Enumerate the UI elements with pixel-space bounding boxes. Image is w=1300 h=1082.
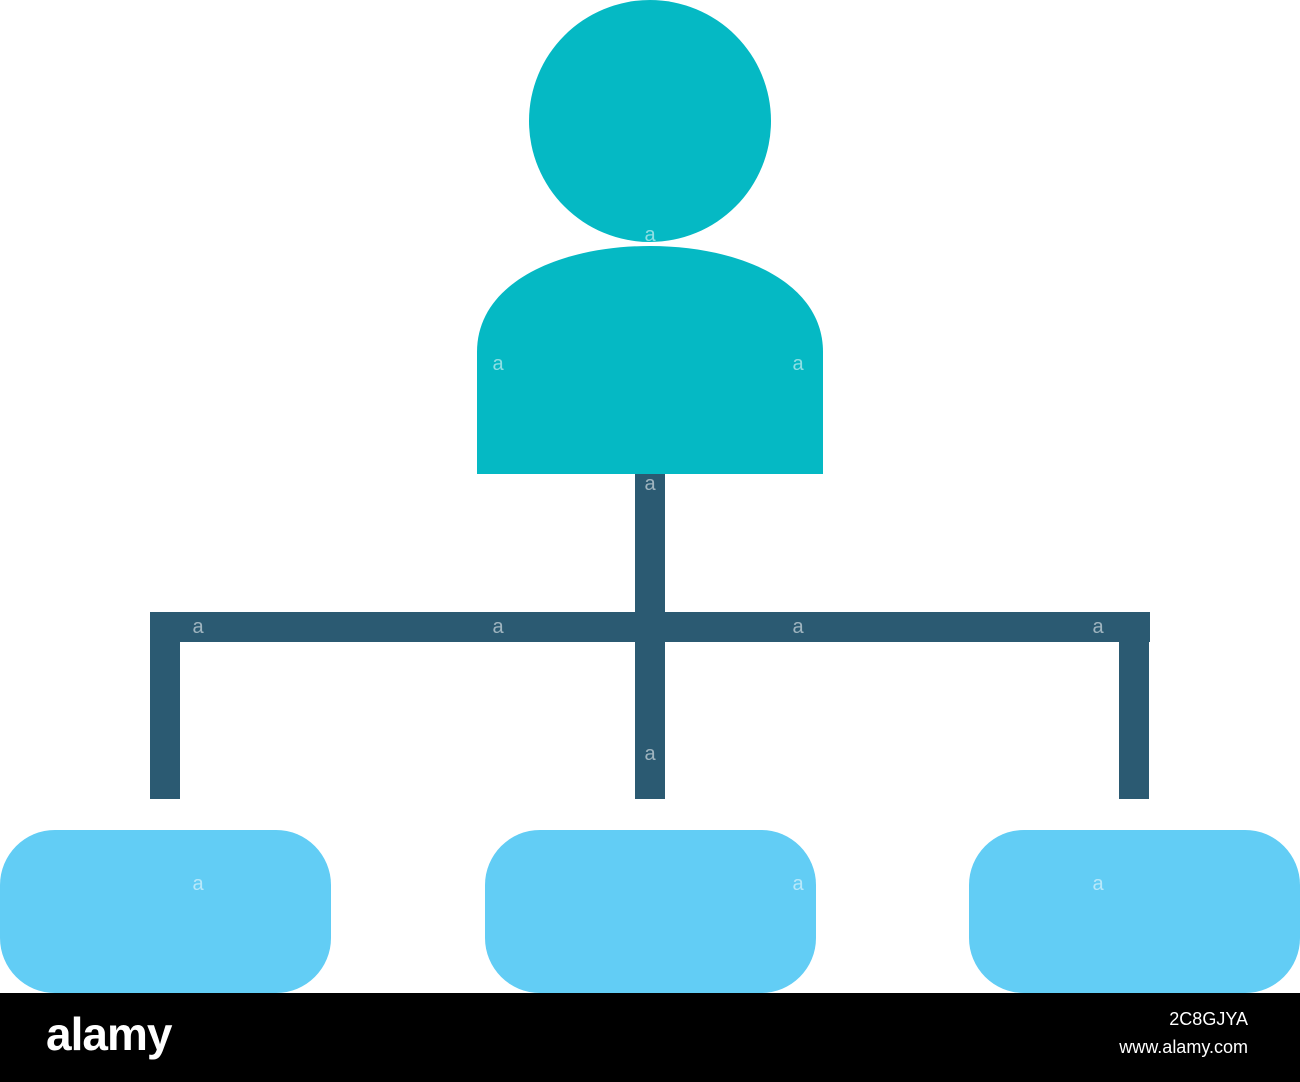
watermark-mark: a — [792, 873, 804, 895]
watermark-mark: a — [644, 743, 656, 765]
watermark-mark: a — [492, 616, 504, 638]
watermark-mark: a — [192, 873, 204, 895]
site-url-label: www.alamy.com — [1119, 1037, 1248, 1057]
watermark-mark: a — [644, 224, 656, 246]
connector-lines — [150, 474, 1150, 799]
org-chart-diagram: a a a a a a a a a a a a — [0, 0, 1300, 993]
connector-center-drop — [635, 612, 665, 799]
person-head — [529, 0, 771, 242]
watermark-marks: a a a a a a a a a a a a — [192, 224, 1104, 895]
person-icon — [477, 0, 823, 474]
watermark-mark: a — [192, 616, 204, 638]
stock-footer-bar: alamy 2C8GJYA www.alamy.com — [0, 993, 1300, 1082]
watermark-mark: a — [644, 473, 656, 495]
child-box-left — [0, 830, 331, 993]
watermark-mark: a — [1092, 616, 1104, 638]
connector-trunk — [635, 474, 665, 614]
child-box-center — [485, 830, 816, 993]
watermark-mark: a — [792, 616, 804, 638]
image-id-label: 2C8GJYA — [1169, 1009, 1248, 1029]
watermark-mark: a — [492, 353, 504, 375]
person-body — [477, 246, 823, 474]
connector-left-drop — [150, 612, 180, 799]
child-box-right — [969, 830, 1300, 993]
watermark-mark: a — [1092, 873, 1104, 895]
connector-right-drop — [1119, 612, 1149, 799]
watermark-mark: a — [792, 353, 804, 375]
alamy-logo: alamy — [46, 1008, 172, 1060]
